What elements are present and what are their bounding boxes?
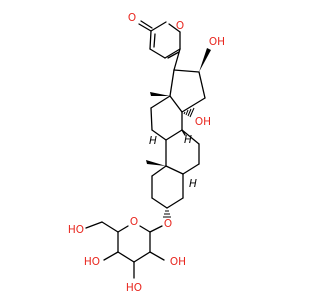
- ho-ch2-label: HO: [68, 224, 84, 236]
- wedge-13-methyl: [150, 92, 170, 96]
- wedge-10-methyl: [146, 160, 166, 166]
- hash-c3-o: [163, 210, 171, 218]
- sugar-ring-oxygen-label: O: [130, 216, 138, 228]
- bond-c17-c20: [173, 48, 181, 71]
- ring-b: [165, 129, 200, 175]
- hydroxyl-14-label: OH: [195, 116, 211, 128]
- bond-c4-oh: [103, 251, 119, 261]
- ho-c4-label: HO: [84, 256, 100, 268]
- bond-c6-oh: [85, 221, 103, 229]
- h-8-label: H: [184, 134, 192, 146]
- ho-c3-label: HO: [126, 282, 142, 294]
- wedge-16-oh: [199, 48, 211, 72]
- lactone-ring-oxygen: O: [176, 20, 184, 32]
- h-9-label: H: [149, 135, 157, 147]
- pyranone-ring: [138, 20, 181, 59]
- sugar-ring: [117, 225, 163, 263]
- bond-c2-oh: [149, 251, 165, 261]
- h-5-label: H: [189, 178, 197, 190]
- glycosidic-oxygen-label: O: [164, 218, 172, 230]
- ring-a: [151, 165, 184, 209]
- lactone-carbonyl-oxygen: O: [128, 12, 136, 24]
- bond-c5-c6: [101, 221, 119, 233]
- oh-c2-label: OH: [170, 256, 186, 268]
- ring-c: [150, 95, 183, 141]
- hash-14-oh: [183, 107, 195, 118]
- hydroxyl-16-label: OH: [209, 36, 225, 48]
- structure-canvas: O O OH OH H H: [68, 12, 225, 294]
- ring-d: [169, 69, 206, 113]
